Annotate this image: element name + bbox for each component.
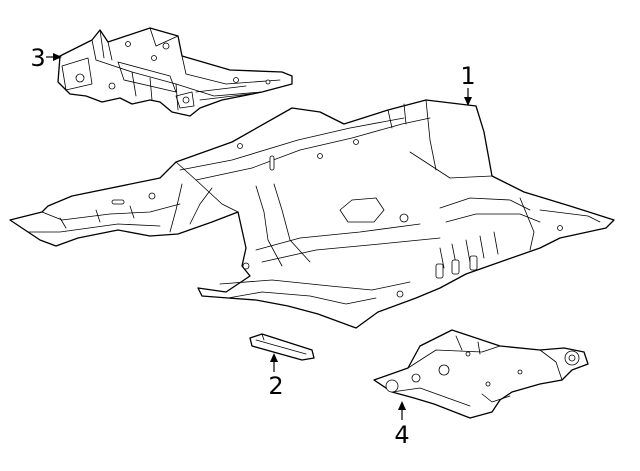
- callout-2-label: 2: [268, 372, 283, 400]
- part-1-floor-pan: [9, 99, 615, 329]
- callout-3-label: 3: [30, 44, 45, 72]
- part-4-underbody-shield: [373, 329, 589, 419]
- callout-3: 3: [30, 44, 62, 72]
- callout-4: 4: [394, 401, 410, 449]
- part-3-crossmember: [57, 27, 293, 117]
- callout-4-label: 4: [394, 421, 409, 449]
- part-2-bracket-pad: [249, 333, 315, 361]
- callout-2: 2: [268, 353, 284, 400]
- callout-1: 1: [460, 62, 476, 106]
- callout-1-label: 1: [460, 62, 475, 90]
